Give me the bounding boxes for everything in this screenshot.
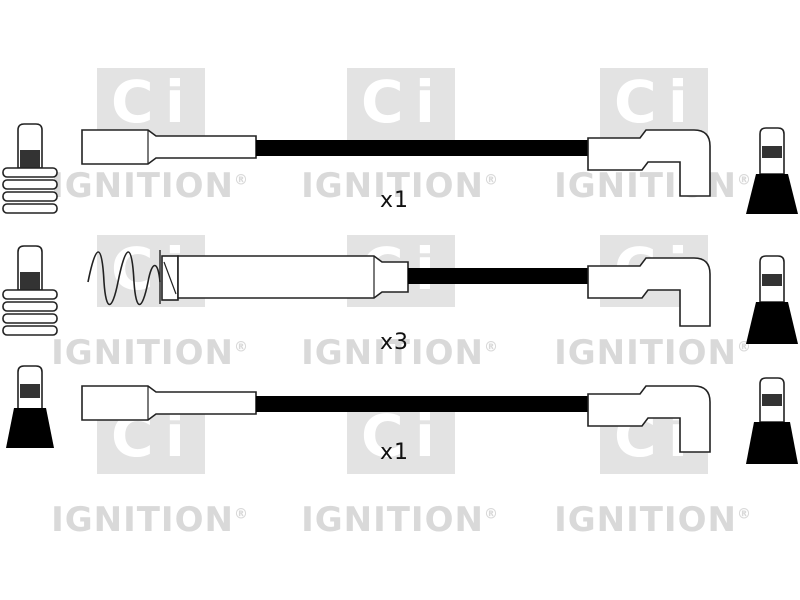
angled-boot: [587, 129, 711, 197]
lead-2: [2, 245, 798, 344]
angled-boot: [587, 385, 711, 453]
registered-mark: ®: [736, 506, 752, 523]
watermark-word: IGNITION: [301, 166, 484, 206]
spring: [87, 251, 161, 306]
registered-mark: ®: [233, 506, 249, 523]
registered-mark: ®: [483, 172, 499, 189]
registered-mark: ®: [736, 172, 752, 189]
lead-3: [6, 365, 798, 464]
registered-mark: ®: [233, 172, 249, 189]
suppressor-body: [177, 255, 409, 299]
registered-mark: ®: [233, 339, 249, 356]
straight-boot: [81, 129, 257, 165]
distributor-terminal: [2, 123, 58, 214]
watermark-word: IGNITION: [51, 166, 234, 206]
distributor-terminal: [2, 245, 58, 336]
cable: [256, 140, 588, 156]
lead-1: [2, 123, 798, 214]
watermark-word: IGNITION: [51, 500, 234, 540]
distributor-terminal: [6, 365, 54, 448]
watermark-word: IGNITION: [51, 333, 234, 373]
watermark-word: IGNITION: [554, 333, 737, 373]
watermark-word: IGNITION: [554, 500, 737, 540]
lead-3-quantity: x1: [380, 440, 410, 465]
cable: [408, 268, 588, 284]
spark-plug-terminal: [746, 127, 798, 214]
watermark-tile: Ci IGNITION®: [295, 235, 505, 395]
straight-boot: [81, 385, 257, 421]
spark-plug-terminal: [746, 377, 798, 464]
watermark-word: IGNITION: [301, 333, 484, 373]
spark-plug-terminal: [746, 255, 798, 344]
angled-boot: [587, 257, 711, 327]
lead-2-quantity: x3: [380, 330, 410, 355]
registered-mark: ®: [483, 339, 499, 356]
watermark-word: IGNITION: [301, 500, 484, 540]
lead-1-quantity: x1: [380, 188, 410, 213]
registered-mark: ®: [483, 506, 499, 523]
cable: [256, 396, 588, 412]
